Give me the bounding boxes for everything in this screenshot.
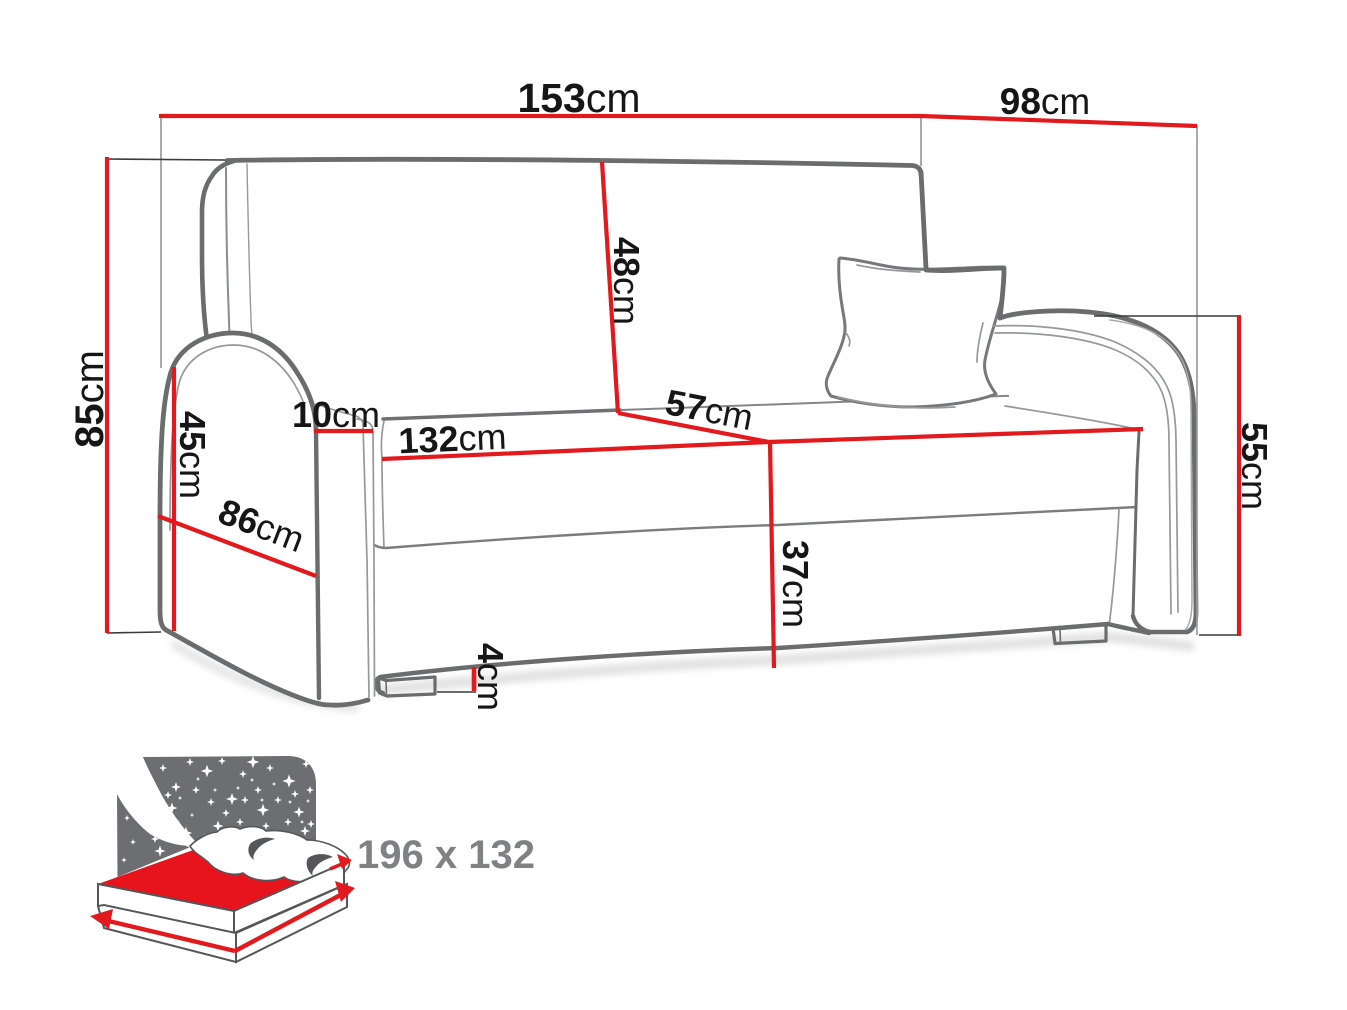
- svg-text:57cm: 57cm: [662, 381, 756, 438]
- svg-text:55cm: 55cm: [1234, 422, 1275, 510]
- svg-text:10cm: 10cm: [292, 394, 380, 435]
- svg-text:153cm: 153cm: [517, 75, 640, 121]
- svg-text:132cm: 132cm: [398, 416, 508, 462]
- svg-text:4cm: 4cm: [470, 643, 511, 711]
- svg-text:196 x 132: 196 x 132: [357, 833, 535, 877]
- svg-text:37cm: 37cm: [775, 540, 816, 628]
- svg-text:98cm: 98cm: [1000, 81, 1090, 122]
- svg-text:48cm: 48cm: [606, 237, 647, 325]
- svg-text:45cm: 45cm: [172, 411, 213, 499]
- svg-text:85cm: 85cm: [68, 350, 112, 448]
